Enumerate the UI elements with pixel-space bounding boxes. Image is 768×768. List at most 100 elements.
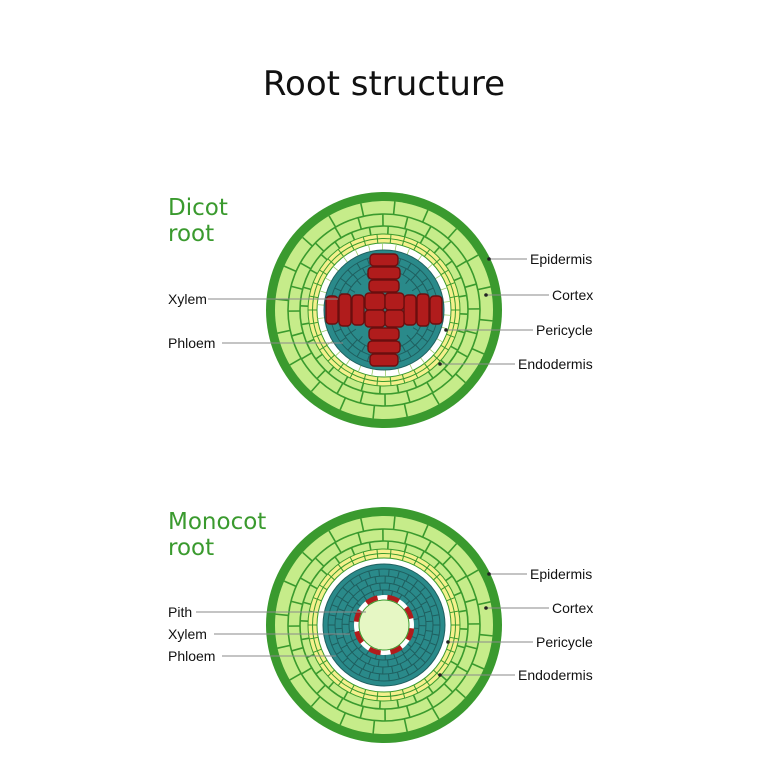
phloem-cell-wall	[415, 344, 421, 351]
phloem-cell-wall	[412, 627, 419, 630]
cortex-cell-wall	[359, 391, 364, 404]
dicot-xylem	[325, 253, 443, 367]
phloem-cell-wall	[395, 657, 399, 665]
endodermis-cell-wall	[337, 363, 345, 371]
phloem-cell-wall	[429, 604, 437, 608]
endodermis-cell-wall	[312, 333, 322, 338]
cortex-cell-wall	[302, 236, 313, 247]
xylem-vessel	[364, 309, 386, 328]
endodermis-cell-wall	[337, 249, 345, 257]
endodermis-cell-wall	[446, 597, 456, 602]
monocot-endodermis-cells	[308, 549, 460, 701]
pericycle-cell-wall	[371, 368, 374, 376]
cortex-cell-wall	[424, 225, 432, 238]
cortex-cell-wall	[447, 543, 458, 554]
dicot-section: Dicot root Xylem Phloem Epidermis Cortex	[168, 192, 593, 428]
cortex-cell-wall	[372, 405, 376, 419]
cortex-cell-wall	[339, 397, 347, 411]
phloem-cell-wall	[346, 651, 353, 658]
endodermis-cell-wall	[362, 689, 367, 699]
pericycle-cell-wall	[427, 263, 433, 270]
pericycle-cell-wall	[417, 254, 423, 261]
xylem-vessel	[368, 646, 382, 656]
pericycle-cell-wall	[420, 357, 426, 364]
monocot-label-pericycle: Pericycle	[536, 634, 593, 650]
phloem-cell-wall	[358, 668, 363, 676]
phloem-cell-wall	[409, 339, 416, 346]
phloem-cell-wall	[334, 287, 342, 292]
phloem-cell-wall	[360, 589, 366, 597]
phloem-cell-wall	[401, 345, 406, 353]
cortex-cell-wall	[456, 644, 466, 649]
monocot-heading-line2: root	[168, 535, 214, 561]
cortex-cell-wall	[306, 338, 315, 344]
endodermis-cell-wall	[449, 636, 459, 640]
cortex-cell-wall	[426, 696, 434, 708]
cortex-cell-wall	[453, 591, 462, 597]
endodermis-cell-wall	[349, 369, 355, 379]
cortex-cell-wall	[477, 601, 491, 606]
pericycle-cell-wall	[345, 359, 351, 366]
cortex-cell-wall	[314, 242, 325, 252]
phloem-cell-wall	[396, 585, 401, 593]
dicot-endodermis-dot	[438, 362, 442, 366]
cortex-cell-wall	[275, 613, 289, 617]
cortex-cell-wall	[283, 265, 297, 273]
cortex-cell-wall	[405, 705, 411, 718]
dicot-heading-line2: root	[168, 221, 214, 247]
endodermis-cell-wall	[440, 659, 449, 666]
endodermis-cell-wall	[319, 344, 328, 351]
endodermis-cell-wall	[449, 610, 459, 614]
endodermis-cell-wall	[312, 648, 322, 653]
phloem-cell-wall	[396, 571, 400, 579]
cortex-cell-wall	[445, 575, 453, 582]
phloem-cell-wall	[398, 354, 402, 362]
phloem-cell-wall	[358, 644, 364, 650]
phloem-cell-wall	[340, 277, 347, 283]
monocot-endodermis-dot	[438, 673, 442, 677]
endodermis-cell-wall	[423, 678, 431, 686]
cortex-cell-wall	[455, 373, 466, 384]
pericycle-cell-wall	[429, 348, 436, 354]
cortex-cell-wall	[419, 550, 425, 559]
phloem-cell-wall	[337, 608, 345, 612]
endodermis-cell-wall	[446, 333, 456, 338]
cortex-cell-wall	[471, 662, 485, 670]
cortex-cell-wall	[314, 557, 325, 567]
phloem-cell-wall	[407, 262, 412, 270]
phloem-cell-wall	[418, 615, 426, 618]
pericycle-cell-wall	[436, 338, 444, 343]
xylem-vessel	[416, 293, 430, 327]
cortex-cell-wall	[277, 329, 291, 334]
cortex-cell-wall	[299, 540, 469, 710]
cortex-cell-wall	[455, 688, 466, 699]
cortex-cell-wall	[450, 345, 459, 351]
phloem-cell-wall	[331, 642, 339, 646]
xylem-vessel	[338, 293, 352, 327]
xylem-vessel	[369, 253, 399, 267]
endodermis-cell-wall	[389, 376, 392, 386]
phloem-cell-wall	[406, 334, 412, 340]
phloem-cell-wall	[432, 633, 440, 636]
pericycle-cell-wall	[320, 329, 328, 333]
endodermis-cell-wall	[389, 691, 392, 701]
monocot-section: Monocot root Pith Xylem Phloem Epidermis	[168, 507, 593, 743]
xylem-vessel	[369, 353, 399, 367]
phloem-cell-wall	[419, 586, 426, 593]
pericycle-cell-wall	[354, 249, 359, 256]
endodermis-cell-wall	[389, 549, 392, 559]
cortex-cell-wall	[290, 600, 303, 605]
phloem-cell-wall	[415, 269, 421, 276]
endodermis-cell-wall	[309, 295, 319, 299]
cortex-cell-wall	[427, 371, 434, 379]
cortex-cell-wall	[458, 609, 467, 613]
dicot-pericycle-dot	[444, 328, 448, 332]
cortex-cell-wall	[350, 547, 356, 556]
endodermis-cell-wall	[349, 241, 355, 251]
cortex-cell-wall	[456, 329, 466, 334]
dicot-label-pericycle: Pericycle	[536, 322, 593, 338]
phloem-cell-wall	[407, 350, 412, 358]
phloem-cell-wall	[362, 662, 367, 670]
endodermis-cell-wall	[433, 258, 441, 266]
